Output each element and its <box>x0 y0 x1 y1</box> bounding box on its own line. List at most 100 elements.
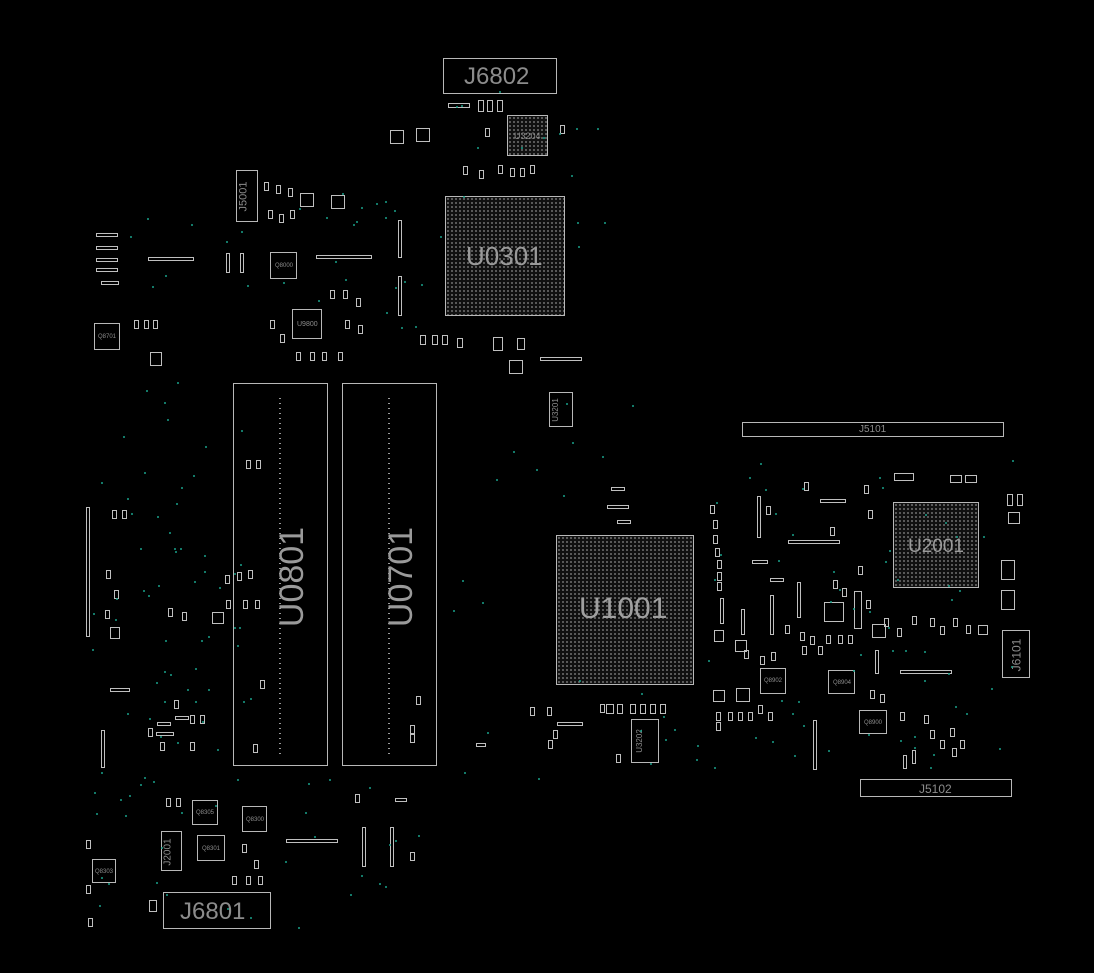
transistor-q8000[interactable]: Q8000 <box>270 252 297 279</box>
via <box>716 502 718 504</box>
via <box>839 589 841 591</box>
via <box>418 835 420 837</box>
passive-part <box>611 487 625 491</box>
transistor-q8902[interactable]: Q8902 <box>760 668 786 694</box>
connector-j6801[interactable]: J6801 <box>163 892 271 929</box>
via <box>440 236 442 238</box>
resistor-part <box>826 635 831 644</box>
via <box>697 745 699 747</box>
via <box>882 487 884 489</box>
resistor-part <box>838 635 843 644</box>
connector-j5101[interactable]: J5101 <box>742 422 1004 437</box>
via <box>241 231 243 233</box>
connector-j2001[interactable]: J2001 <box>161 831 182 871</box>
via <box>578 246 580 248</box>
via <box>335 261 337 263</box>
resistor-part <box>900 712 905 721</box>
chip-u3202[interactable]: U3202 <box>631 719 659 763</box>
via <box>101 482 103 484</box>
via <box>127 713 129 715</box>
resistor-part <box>744 650 749 659</box>
passive-part <box>903 755 907 769</box>
memory-u0801[interactable]: U0801 <box>233 383 328 766</box>
memory-u0701[interactable]: U0701 <box>342 383 437 766</box>
via <box>152 286 154 288</box>
via <box>180 548 182 550</box>
transistor-q8701-label: Q8701 <box>98 334 117 340</box>
via <box>925 514 927 516</box>
resistor-part <box>148 728 153 737</box>
via <box>464 772 466 774</box>
passive-part <box>86 507 90 637</box>
via <box>101 772 103 774</box>
transistor-q8701[interactable]: Q8701 <box>94 323 120 350</box>
via <box>298 927 300 929</box>
via <box>794 755 796 757</box>
via <box>945 522 947 524</box>
passive-part <box>752 560 768 564</box>
connector-j5102[interactable]: J5102 <box>860 779 1012 797</box>
connector-j6101[interactable]: J6101 <box>1002 630 1030 678</box>
resistor-part <box>226 600 231 609</box>
via <box>125 815 127 817</box>
resistor-part <box>105 610 110 619</box>
passive-part <box>630 704 636 714</box>
passive-part <box>316 255 372 259</box>
chip-u9800[interactable]: U9800 <box>292 309 322 339</box>
resistor-part <box>296 352 301 361</box>
passive-part <box>110 627 120 639</box>
via <box>149 718 151 720</box>
passive-part <box>714 630 724 642</box>
via <box>462 580 464 582</box>
chip-u0301[interactable]: U0301 <box>445 196 565 316</box>
via <box>897 579 899 581</box>
via <box>905 650 907 652</box>
via <box>234 627 236 629</box>
passive-part <box>854 591 862 629</box>
transistor-q8300[interactable]: Q8300 <box>242 806 267 832</box>
via <box>127 498 129 500</box>
chip-u2001[interactable]: U2001 <box>893 502 979 588</box>
memory-u0801-label: U0801 <box>273 526 312 628</box>
resistor-part <box>848 635 853 644</box>
via <box>146 390 148 392</box>
chip-u3201[interactable]: U3201 <box>549 392 573 427</box>
via <box>99 905 101 907</box>
resistor-part <box>530 165 535 174</box>
via <box>205 446 207 448</box>
via <box>386 312 388 314</box>
transistor-q8301[interactable]: Q8301 <box>197 835 225 861</box>
via <box>951 599 953 601</box>
resistor-part <box>280 334 285 343</box>
connector-j5001[interactable]: J5001 <box>236 170 258 222</box>
resistor-part <box>485 128 490 137</box>
resistor-part <box>134 320 139 329</box>
transistor-q8904[interactable]: Q8904 <box>828 670 855 694</box>
via <box>353 224 355 226</box>
via <box>153 781 155 783</box>
transistor-q8303[interactable]: Q8303 <box>92 859 116 883</box>
transistor-q8305[interactable]: Q8305 <box>192 800 218 825</box>
resistor-part <box>950 728 955 737</box>
connector-j5102-label: J5102 <box>919 782 952 796</box>
via <box>144 472 146 474</box>
via <box>914 747 916 749</box>
via <box>765 489 767 491</box>
resistor-part <box>479 170 484 179</box>
resistor-part <box>237 572 242 581</box>
via <box>604 222 606 224</box>
via <box>665 739 667 741</box>
chip-u1001[interactable]: U1001 <box>556 535 694 685</box>
transistor-q8900[interactable]: Q8900 <box>859 710 887 734</box>
connector-j6802[interactable]: J6802 <box>443 58 557 94</box>
via <box>308 783 310 785</box>
via <box>888 627 890 629</box>
passive-part <box>509 360 523 374</box>
chip-u3204[interactable]: U3204 <box>507 115 548 156</box>
passive-part <box>607 505 629 509</box>
resistor-part <box>416 696 421 705</box>
via <box>194 581 196 583</box>
via <box>566 403 568 405</box>
passive-part <box>101 730 105 768</box>
via <box>463 196 465 198</box>
